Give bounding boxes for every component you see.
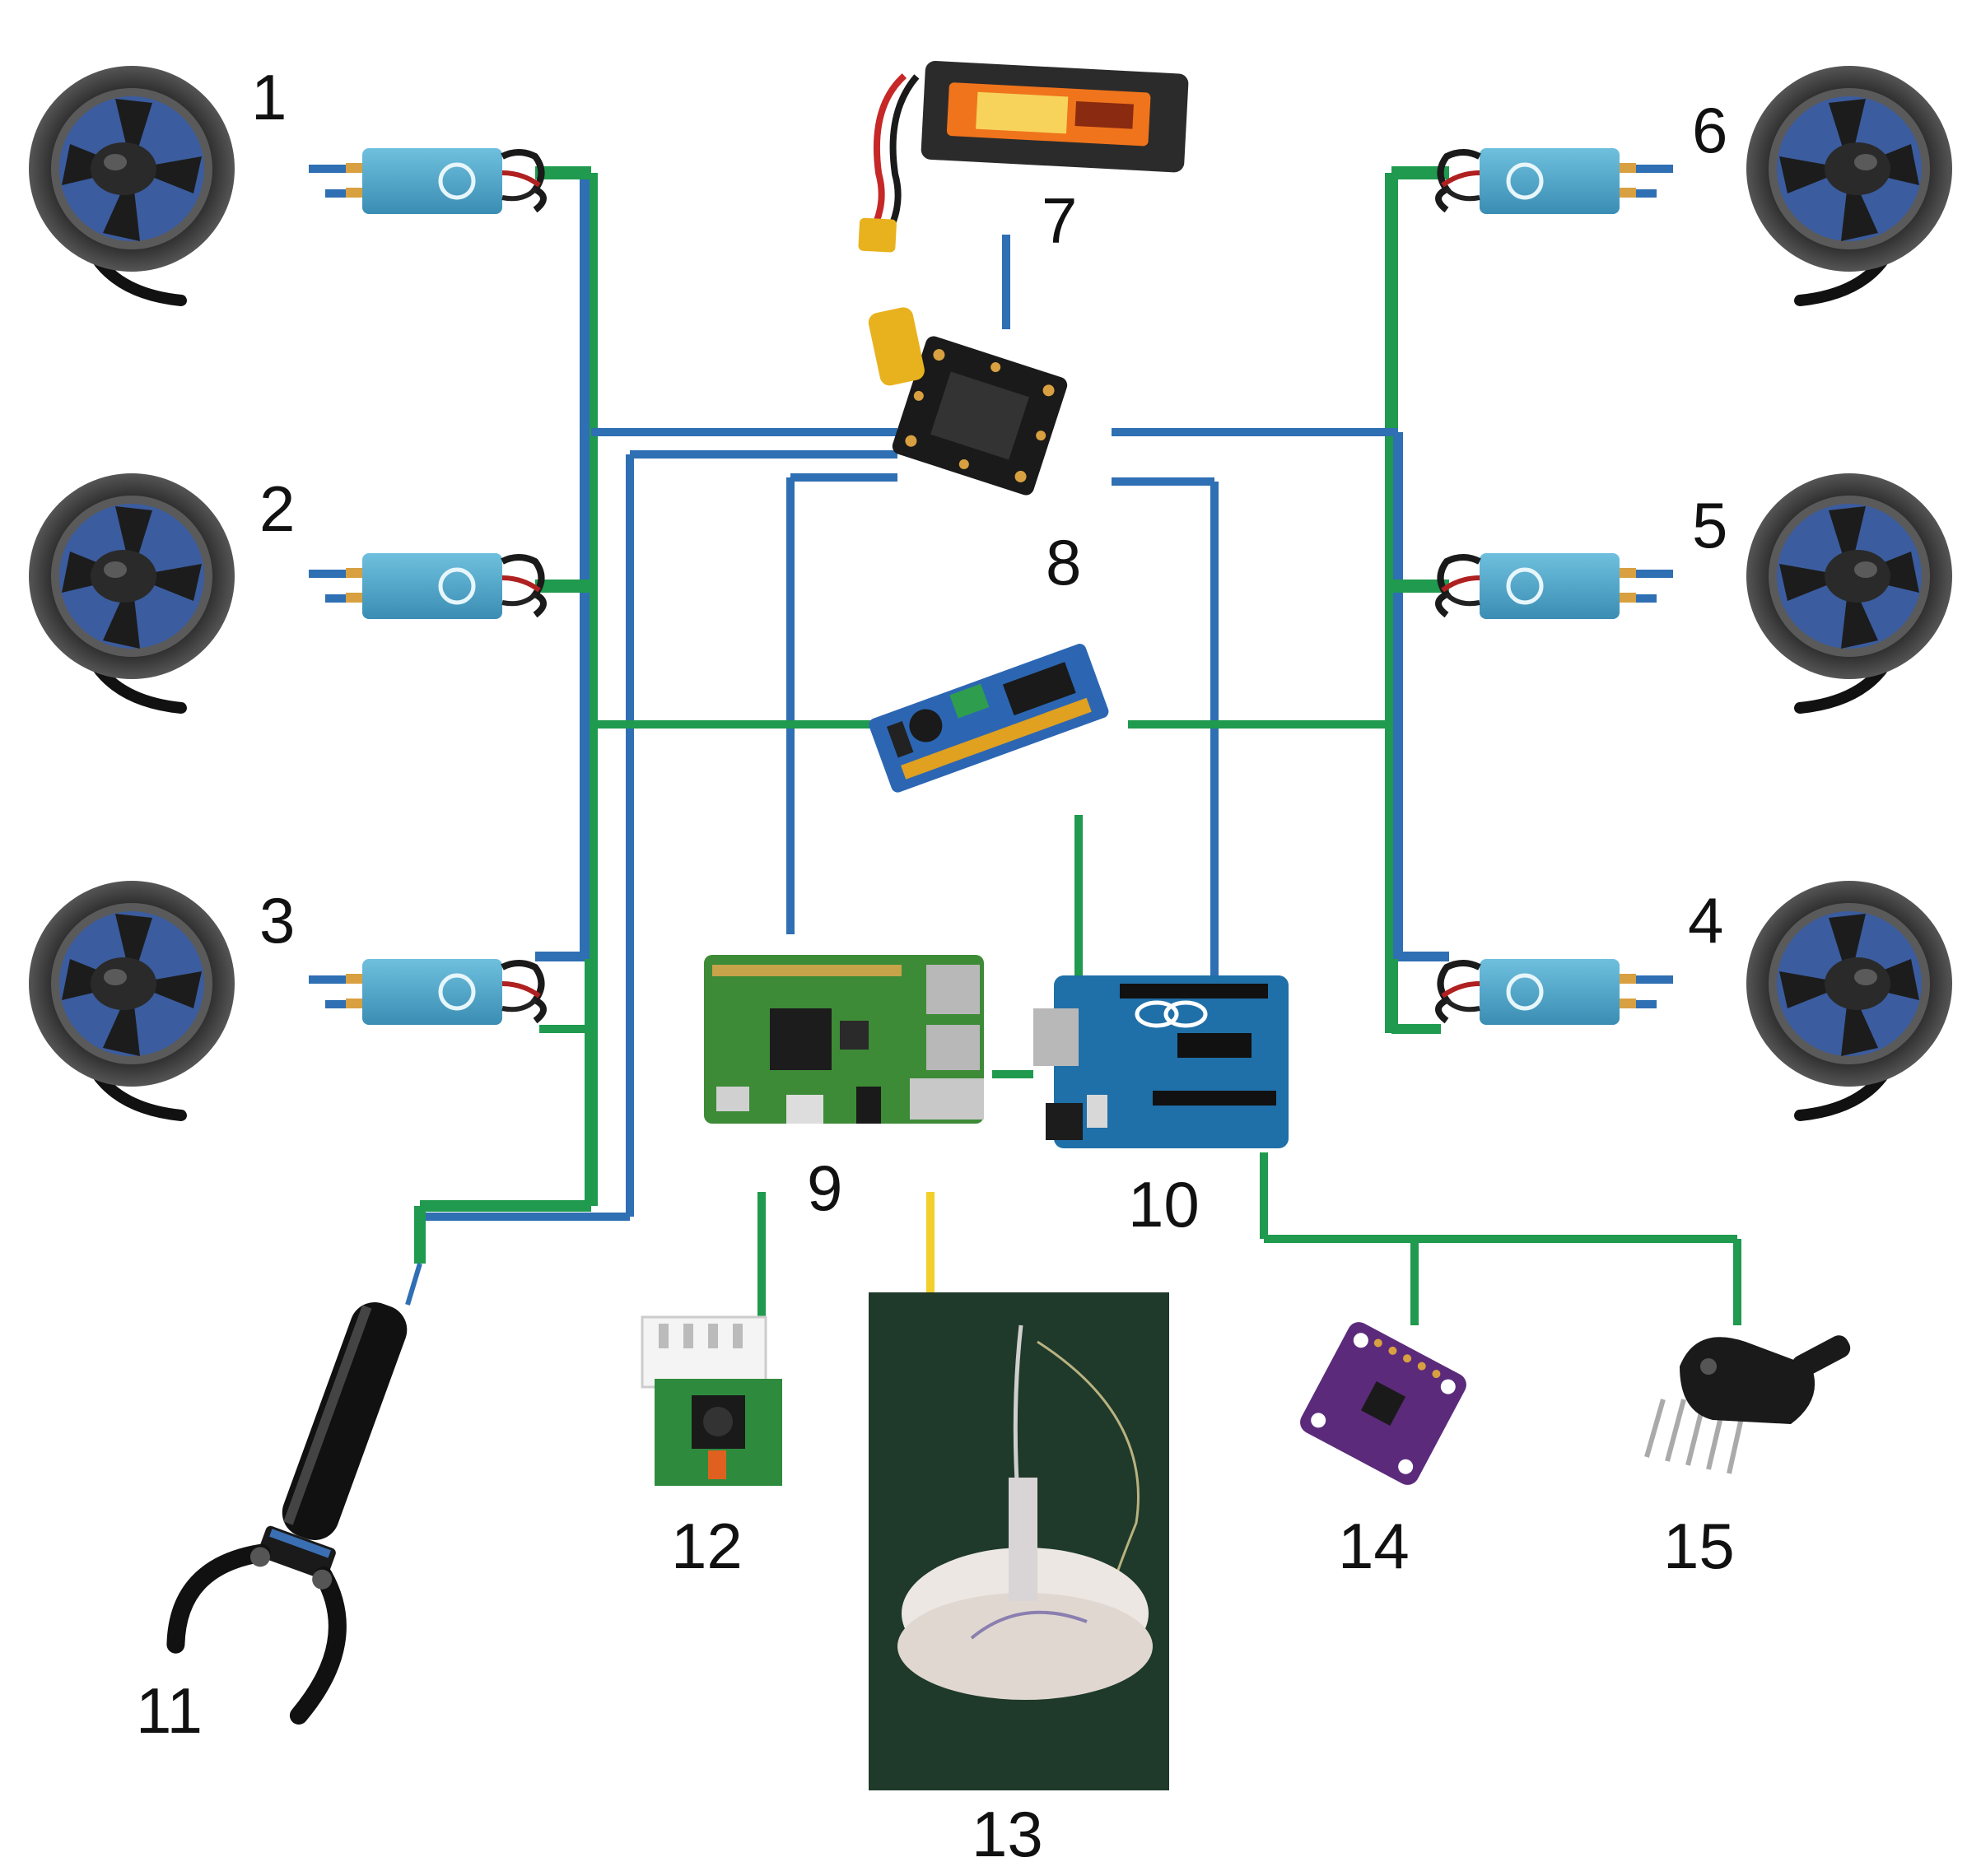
esc-6 — [1438, 148, 1673, 214]
label-7: 7 — [1042, 184, 1077, 257]
pwm-driver-board-icon — [869, 644, 1109, 793]
thruster-5 — [1746, 473, 1952, 708]
thruster-3 — [29, 881, 235, 1115]
esc-3 — [309, 959, 543, 1025]
label-4: 4 — [1688, 884, 1723, 957]
imu-sensor-icon — [1300, 1322, 1466, 1485]
raspberry-pi-board-icon — [704, 955, 984, 1124]
gripper-arm-icon — [166, 1263, 422, 1725]
label-9: 9 — [807, 1152, 842, 1224]
esc-2 — [309, 553, 543, 619]
label-15: 15 — [1663, 1510, 1735, 1582]
camera-module-icon — [641, 1315, 782, 1486]
lipo-battery-icon — [858, 60, 1189, 253]
label-14: 14 — [1338, 1510, 1410, 1582]
power-distribution-board-icon — [868, 307, 1068, 496]
label-11: 11 — [136, 1674, 203, 1747]
pressure-sensor-icon — [1644, 1335, 1851, 1474]
esc-5 — [1438, 553, 1673, 619]
thruster-2 — [29, 473, 235, 708]
label-2: 2 — [259, 472, 295, 545]
label-1: 1 — [251, 61, 287, 133]
label-10: 10 — [1128, 1168, 1200, 1241]
esc-1 — [309, 148, 543, 214]
label-3: 3 — [259, 884, 295, 957]
label-6: 6 — [1692, 94, 1727, 166]
thruster-1 — [29, 66, 235, 300]
underwater-light-photo-icon — [869, 1292, 1169, 1790]
arduino-board-icon — [1033, 975, 1289, 1148]
thruster-6 — [1746, 66, 1952, 300]
label-12: 12 — [671, 1510, 743, 1582]
label-5: 5 — [1692, 489, 1727, 561]
thruster-4 — [1746, 881, 1952, 1115]
label-8: 8 — [1046, 526, 1081, 598]
esc-4 — [1438, 959, 1673, 1025]
label-13: 13 — [972, 1798, 1043, 1870]
